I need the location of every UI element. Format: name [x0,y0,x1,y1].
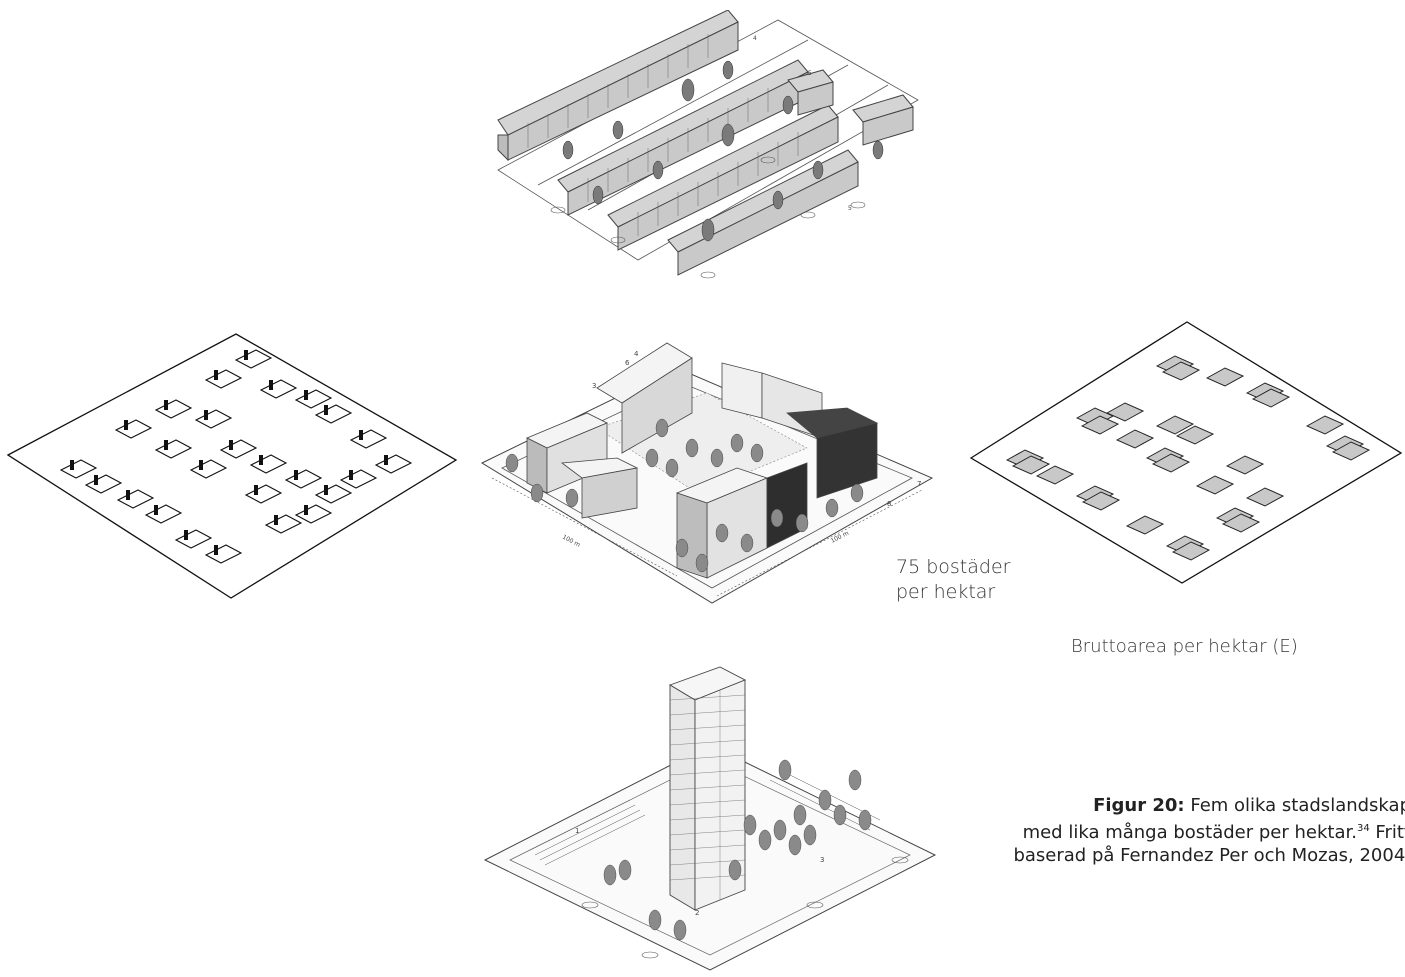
caption-line3: baserad på Fernandez Per och Mozas, 2004… [891,844,1405,867]
top-num-5b: 5 [848,205,852,212]
gross-area-diagram [967,318,1405,588]
caption-line1: Figur 20: Fem olika stadslandskap [891,794,1405,817]
caption-figure-label: Figur 20: [1093,795,1185,816]
center-num-8: 8 [887,500,891,508]
caption-line2-tail: Fritt [1370,822,1405,843]
caption-line2: med lika många bostäder per hektar.34 Fr… [891,817,1405,844]
center-num-7: 7 [917,480,921,488]
top-num-5a: 5 [808,70,812,77]
gross-area-label: Bruttoarea per hektar (E) [1071,636,1298,657]
caption-footnote: 34 [1357,823,1370,834]
bottom-num-2: 2 [695,909,699,917]
figure-caption: Figur 20: Fem olika stadslandskap med li… [891,794,1405,867]
density-label-line2: per hektar [896,580,1010,605]
tower-block-diagram: 1 2 3 [480,655,940,975]
density-label-line1: 75 bostäder [896,555,1010,580]
center-num-4: 4 [634,350,639,358]
center-dim-left: 100 m [561,534,581,549]
detached-houses-diagram [6,320,461,605]
center-num-6: 6 [625,359,630,367]
caption-line2-text: med lika många bostäder per hektar. [1023,822,1357,843]
terraced-houses-diagram: 4 5 5 [478,10,928,295]
bottom-num-3: 3 [820,856,824,864]
center-num-3: 3 [592,382,596,390]
top-num-4: 4 [753,35,757,42]
bottom-num-1: 1 [575,827,579,835]
caption-line1-text: Fem olika stadslandskap [1185,795,1405,816]
density-label: 75 bostäder per hektar [896,555,1010,605]
perimeter-block-diagram: 6 4 3 7 8 100 m 100 m [477,318,937,608]
